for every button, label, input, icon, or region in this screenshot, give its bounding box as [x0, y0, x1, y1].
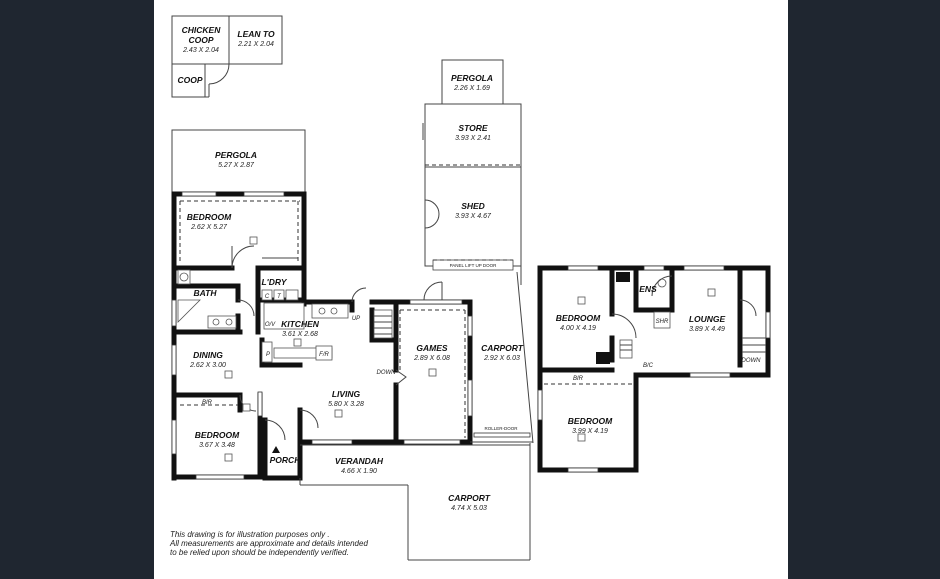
bedroom-right2-label: BEDROOM: [568, 416, 613, 426]
disclaimer: This drawing is for illustration purpose…: [170, 530, 430, 557]
roller-door-label: ROLLER-DOOR: [484, 426, 518, 431]
carport-mid-label: CARPORT: [481, 343, 524, 353]
disclaimer-line-1: This drawing is for illustration purpose…: [170, 530, 330, 539]
chicken-coop-label-1: CHICKEN: [182, 25, 222, 35]
pergola-top-dims: 2.26 X 1.69: [453, 85, 490, 92]
bedroom-bottom-label: BEDROOM: [195, 430, 240, 440]
pergola-left-label: PERGOLA: [215, 150, 257, 160]
main-house-windows: [171, 191, 473, 480]
t-label: T: [277, 294, 282, 300]
bedroom-right1-dims: 4.00 X 4.19: [560, 325, 596, 332]
right-unit-walls: [537, 265, 771, 473]
verandah-label: VERANDAH: [335, 456, 384, 466]
store-dims: 3.93 X 2.41: [455, 135, 491, 142]
chicken-coop-structure: [171, 15, 283, 98]
fixtures: [177, 269, 393, 453]
pantry-label: P: [266, 352, 270, 358]
bir-left-label: BIR: [202, 400, 213, 406]
carport-bottom-dims: 4.74 X 5.03: [451, 505, 487, 512]
carport-mid-dims: 2.92 X 6.03: [483, 355, 520, 362]
porch-label: PORCH: [270, 455, 302, 465]
bc-label: B/C: [643, 363, 654, 369]
bedroom-right1-label: BEDROOM: [556, 313, 601, 323]
panel-door-label: PANEL LIFT UP DOOR: [450, 263, 498, 268]
right-unit-details: [537, 265, 771, 473]
carport-verandah-lines: [299, 271, 534, 561]
verandah-dims: 4.66 X 1.90: [341, 468, 377, 475]
games-label: GAMES: [416, 343, 448, 353]
dining-dims: 2.62 X 3.00: [189, 362, 226, 369]
down-right-label: DOWN: [742, 358, 762, 364]
lean-to-label: LEAN TO: [237, 29, 275, 39]
store-shed-structure: [422, 103, 522, 285]
fr-label: F/R: [319, 352, 329, 358]
disclaimer-line-3: to be relied upon should be independentl…: [170, 548, 349, 557]
ens-label: ENS: [639, 284, 657, 294]
lounge-dims: 3.89 X 4.49: [689, 326, 725, 333]
bedroom-right2-dims: 3.99 X 4.19: [572, 428, 608, 435]
up-label: UP: [352, 316, 360, 322]
kitchen-label: KITCHEN: [281, 319, 320, 329]
chicken-coop-dims: 2.43 X 2.04: [182, 47, 219, 54]
down-left-label: DOWN: [377, 370, 397, 376]
door-swings: [231, 245, 443, 441]
pergola-top-label: PERGOLA: [451, 73, 493, 83]
room-labels: CHICKEN COOP 2.43 X 2.04 LEAN TO 2.21 X …: [177, 25, 761, 512]
pergola-left-dims: 5.27 X 2.87: [218, 162, 255, 169]
shr-label: SHR: [656, 319, 669, 325]
disclaimer-line-2: All measurements are approximate and det…: [170, 539, 368, 548]
carport-bottom-label: CARPORT: [448, 493, 491, 503]
ceiling-light-icons: [224, 236, 716, 462]
shed-label: SHED: [461, 201, 485, 211]
coop-label: COOP: [177, 75, 202, 85]
bedroom-bottom-dims: 3.67 X 3.48: [199, 442, 235, 449]
dining-label: DINING: [193, 350, 223, 360]
c-label: C: [265, 294, 270, 300]
ldry-label: L'DRY: [261, 277, 287, 287]
lean-to-dims: 2.21 X 2.04: [237, 41, 274, 48]
bath-label: BATH: [194, 288, 218, 298]
living-dims: 5.80 X 3.28: [328, 401, 364, 408]
kitchen-dims: 3.61 X 2.68: [282, 331, 318, 338]
bedroom-top-dims: 2.62 X 5.27: [190, 224, 228, 231]
bir-right-label: BIR: [573, 376, 584, 382]
ov-label: O/V: [265, 322, 276, 328]
lounge-label: LOUNGE: [689, 314, 726, 324]
bedroom-top-label: BEDROOM: [187, 212, 232, 222]
shed-dims: 3.93 X 4.67: [455, 213, 492, 220]
chicken-coop-label-2: COOP: [188, 35, 213, 45]
store-label: STORE: [458, 123, 487, 133]
games-dims: 2.89 X 6.08: [413, 355, 450, 362]
living-label: LIVING: [332, 389, 361, 399]
